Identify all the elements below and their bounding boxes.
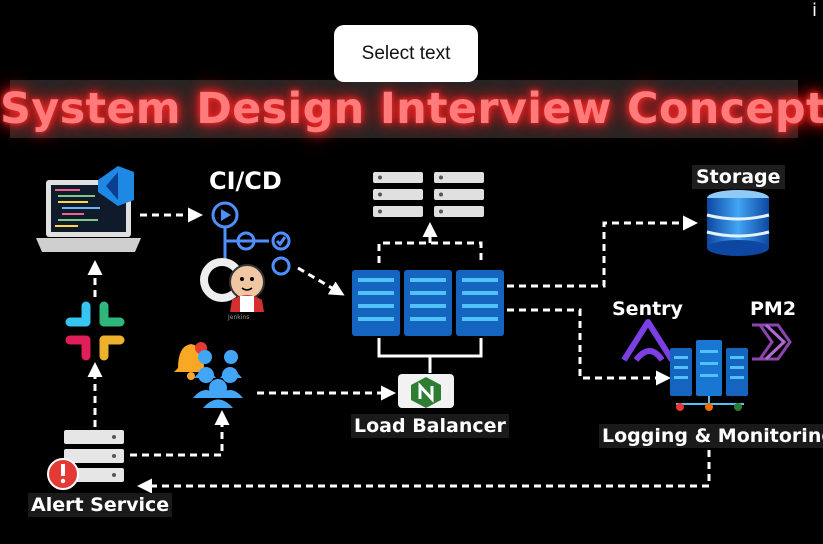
alert-icon [47, 458, 79, 490]
title-band [10, 80, 798, 138]
edge-servers-storage [507, 215, 698, 288]
edge-cicd-servers [297, 266, 345, 296]
alert-service-label: Alert Service [28, 493, 173, 517]
pm2-icon [752, 323, 792, 361]
edge-servers-monitoring [507, 308, 671, 386]
logging-monitoring-label: Logging & Monitoring [599, 424, 823, 448]
jenkins-caption: Jenkins [228, 314, 250, 321]
page-title: System Design Interview Concepts [0, 84, 823, 134]
edge-mark: i [812, 0, 818, 21]
nginx-icon [398, 374, 454, 408]
alert-server-icon [64, 430, 124, 482]
monitoring-server-icon [670, 340, 748, 411]
server-rack-icon [352, 270, 504, 336]
select-text-button[interactable]: Select text [334, 25, 478, 82]
edge-monitoring-alert [137, 450, 711, 494]
web-server-icons [373, 172, 484, 217]
edge-alert-users [130, 410, 230, 457]
users-icon [193, 350, 243, 408]
sentry-label: Sentry [612, 298, 683, 320]
edge-servers-webservers [377, 241, 483, 263]
jenkins-icon [229, 264, 265, 312]
load-balancer-label: Load Balancer [351, 414, 509, 438]
slack-icon [65, 301, 125, 361]
storage-label: Storage [692, 165, 785, 189]
lb-bracket [377, 338, 483, 373]
pipeline-icon [211, 201, 291, 276]
sentry-icon [621, 319, 675, 362]
connectors [87, 207, 711, 494]
cicd-label: CI/CD [209, 167, 282, 195]
storage-icon [706, 190, 770, 256]
pm2-label: PM2 [750, 298, 797, 320]
vscode-icon [98, 166, 134, 206]
